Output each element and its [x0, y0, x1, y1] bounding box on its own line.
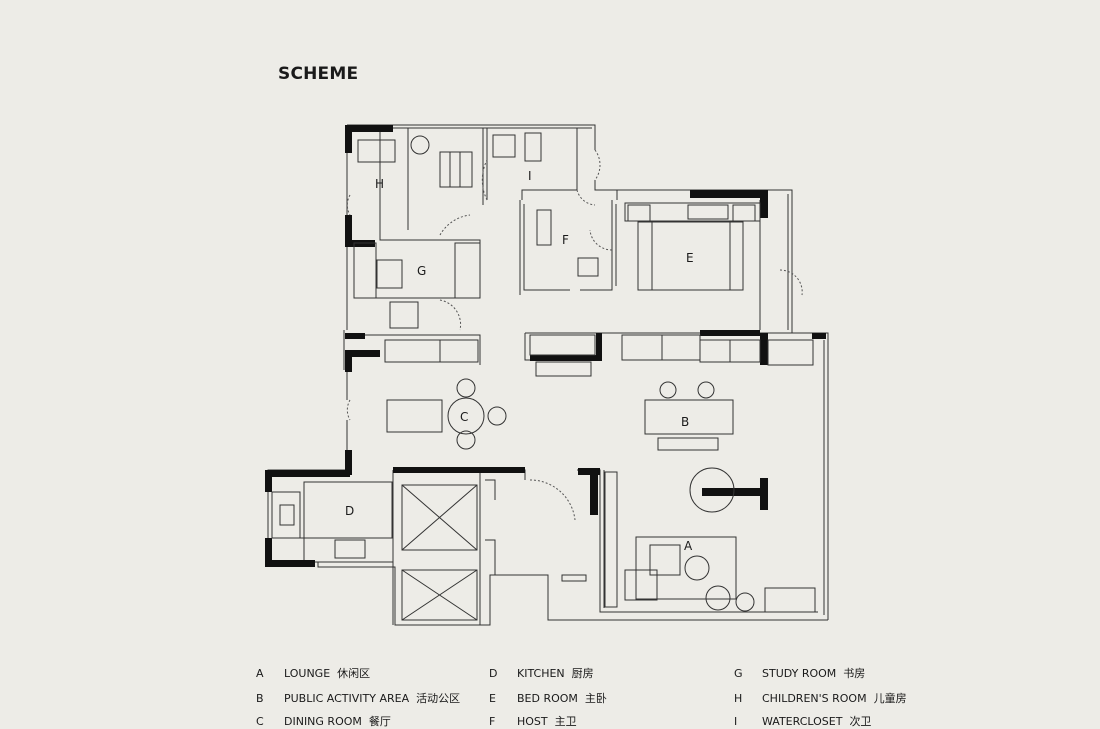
structural-walls: [265, 125, 826, 567]
exterior-walls: [267, 124, 829, 626]
furniture: [279, 132, 756, 612]
shafts: [401, 484, 478, 621]
room-label-a: A: [684, 539, 693, 553]
room-label-c: C: [460, 410, 468, 424]
room-label-e: E: [686, 251, 694, 265]
room-label-h: H: [375, 177, 384, 191]
door-swings: [346, 149, 803, 521]
cabinets: [271, 202, 816, 613]
room-label-f: F: [562, 233, 569, 247]
room-label-b: B: [681, 415, 689, 429]
page-title: SCHEME: [278, 64, 359, 84]
room-label-i: I: [528, 169, 532, 183]
room-label-g: G: [417, 264, 426, 278]
room-label-d: D: [345, 504, 354, 518]
